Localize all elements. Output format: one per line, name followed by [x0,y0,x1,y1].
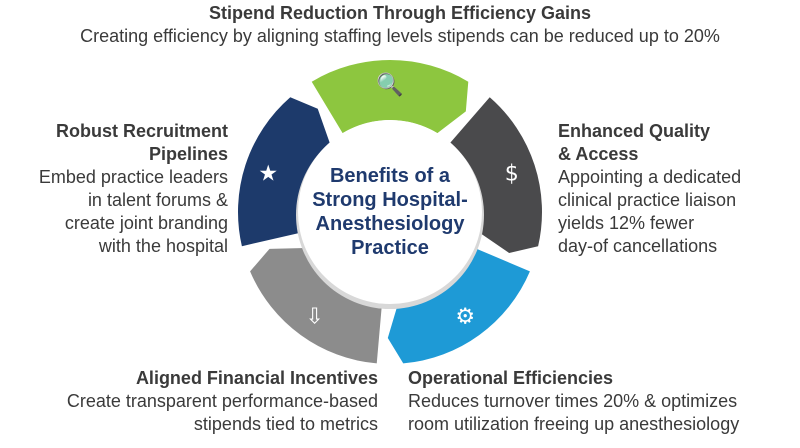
operational-body: Reduces turnover times 20% & optimizes [408,391,738,411]
center-line: Strong Hospital- [312,189,468,211]
quality-body: Appointing a dedicated [558,167,742,187]
quality-title: & Access [558,144,639,164]
gear-arrows-icon: ⚙ [455,305,475,330]
segment-recruitment [238,97,330,247]
thumbs-up-stars-icon: ★ [258,161,278,186]
dollar-down-icon: ⇩ [306,305,324,330]
quality-block: Enhanced Quality & Access Appointing a d… [558,120,741,258]
liaison-dollar-icon: $ [505,161,519,186]
operational-block: Operational Efficiencies Reduces turnove… [408,367,739,436]
recruitment-body: in talent forums & [87,190,228,210]
operational-body: room utilization freeing up anesthesiolo… [408,414,740,434]
financial-block: Aligned Financial Incentives Create tran… [67,367,378,436]
center-label: Benefits of a Strong Hospital- Anesthesi… [300,122,480,302]
recruitment-body: Embed practice leaders [38,167,228,187]
segment-stipend [311,59,469,134]
quality-body: clinical practice liaison [558,190,737,210]
quality-body: yields 12% fewer [558,213,695,233]
center-line: Practice [351,237,429,259]
segment-financial [250,247,382,364]
recruitment-body: with the hospital [98,236,228,256]
page-title: Stipend Reduction Through Efficiency Gai… [208,3,592,23]
people-search-icon: 🔍 [376,70,403,98]
quality-body: day-of cancellations [558,236,718,256]
segment-quality [450,97,542,254]
center-line: Benefits of a [329,165,451,187]
operational-title: Operational Efficiencies [408,368,614,388]
page-subtitle: Creating efficiency by aligning staffing… [80,26,720,46]
financial-body: stipends tied to metrics [193,414,378,434]
center-circle [298,120,482,304]
center-line: Anesthesiology [315,213,465,235]
quality-title: Enhanced Quality [558,121,711,141]
financial-title: Aligned Financial Incentives [135,368,378,388]
segment-operational [387,247,530,364]
recruitment-title: Robust Recruitment [55,121,228,141]
financial-body: Create transparent performance-based [66,391,378,411]
recruitment-block: Robust Recruitment Pipelines Embed pract… [39,120,228,258]
recruitment-title: Pipelines [148,144,228,164]
recruitment-body: create joint branding [64,213,228,233]
